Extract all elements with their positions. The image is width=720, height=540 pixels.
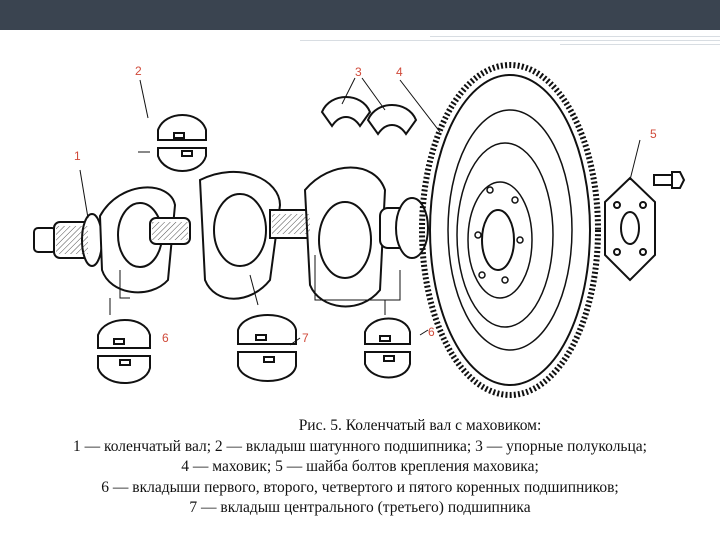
header-rule-2 bbox=[300, 40, 720, 41]
bolt bbox=[653, 171, 686, 189]
conrod-bearing-shells bbox=[157, 114, 207, 172]
main-bearing-shells-right bbox=[364, 317, 411, 379]
thrust-half-rings bbox=[320, 96, 418, 136]
center-bearing-shells bbox=[237, 314, 297, 382]
crankshaft-hatching bbox=[56, 214, 310, 254]
label-3: 3 bbox=[355, 65, 362, 79]
label-5: 5 bbox=[650, 127, 657, 141]
label-6-left: 6 bbox=[162, 331, 169, 345]
label-6-right: 6 bbox=[428, 325, 435, 339]
caption-line-4: 7 — вкладыш центрального (третьего) подш… bbox=[189, 499, 531, 516]
caption-line-3: 6 — вкладыши первого, второго, четвертог… bbox=[101, 478, 619, 496]
crankshaft bbox=[33, 166, 429, 308]
label-4: 4 bbox=[396, 65, 403, 79]
caption-line-1: 1 — коленчатый вал; 2 — вкладыш шатунног… bbox=[73, 437, 647, 455]
caption-line-2: 4 — маховик; 5 — шайба болтов крепления … bbox=[181, 458, 539, 475]
label-7: 7 bbox=[302, 331, 309, 345]
header-rule-3 bbox=[560, 44, 720, 45]
main-bearing-shells-left bbox=[97, 319, 151, 384]
flywheel bbox=[419, 62, 601, 398]
label-2: 2 bbox=[135, 64, 142, 78]
slide-header-bar bbox=[0, 0, 720, 30]
flywheel-bolt-washer bbox=[604, 176, 656, 282]
caption-title: Рис. 5. Коленчатый вал с маховиком: bbox=[298, 417, 542, 434]
header-rule bbox=[430, 36, 720, 37]
figure-caption: Рис. 5. Коленчатый вал с маховиком: 1 — … bbox=[20, 416, 700, 519]
crankshaft-figure: 2 1 3 4 5 6 7 6 bbox=[33, 62, 686, 398]
leader-lines bbox=[79, 77, 641, 346]
label-1: 1 bbox=[74, 149, 81, 163]
